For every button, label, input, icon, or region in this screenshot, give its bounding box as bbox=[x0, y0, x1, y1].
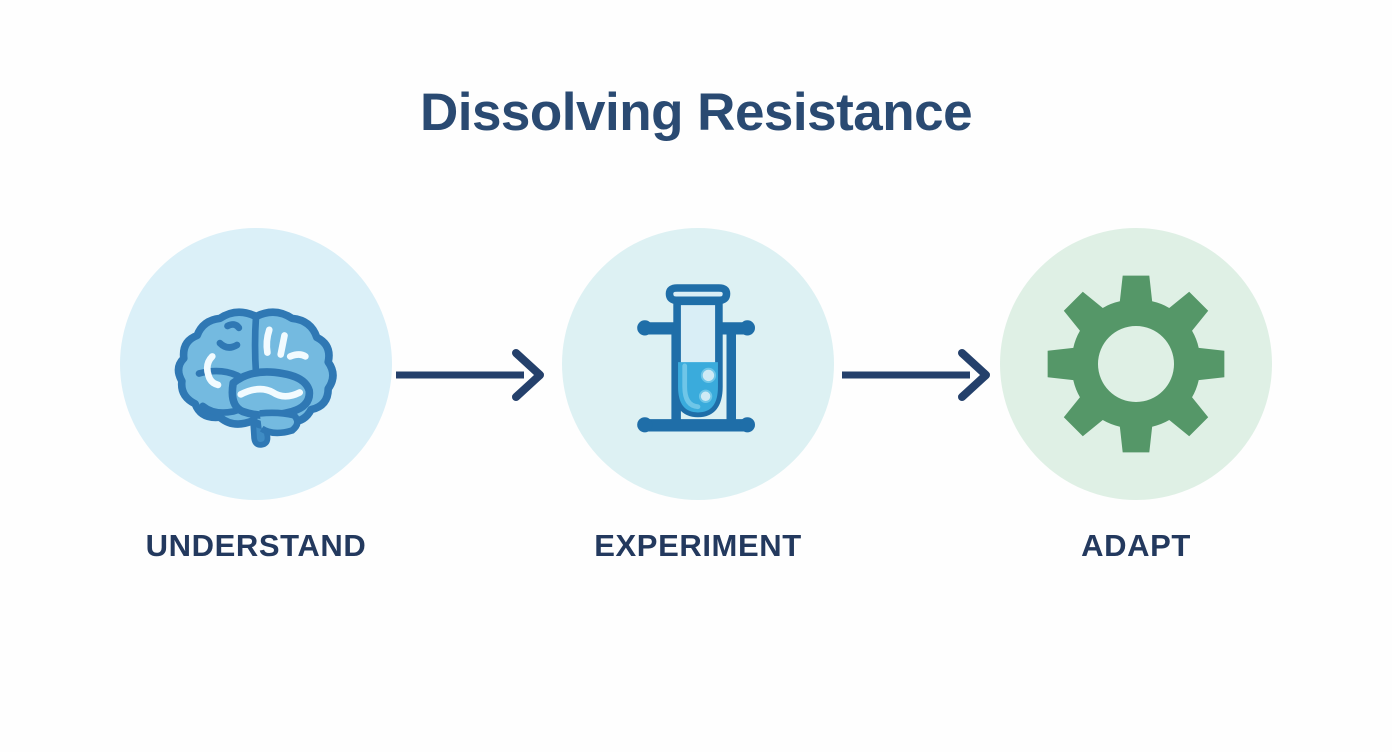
process-flow: UNDERSTAND bbox=[0, 228, 1392, 588]
brain-icon bbox=[174, 308, 337, 448]
step-experiment-circle bbox=[562, 228, 834, 500]
arrow-understand-to-experiment bbox=[394, 345, 546, 405]
step-experiment-label: EXPERIMENT bbox=[594, 528, 802, 563]
arrow-experiment-to-adapt bbox=[840, 345, 992, 405]
step-adapt[interactable]: ADAPT bbox=[1000, 228, 1272, 564]
arrow-right-icon bbox=[842, 349, 990, 401]
gear-icon bbox=[1047, 275, 1225, 453]
step-understand[interactable]: UNDERSTAND bbox=[120, 228, 392, 564]
page-title: Dissolving Resistance bbox=[419, 83, 973, 142]
arrow-right-icon bbox=[396, 349, 544, 401]
step-experiment[interactable]: EXPERIMENT bbox=[562, 228, 834, 564]
step-understand-label: UNDERSTAND bbox=[145, 528, 367, 563]
step-understand-circle bbox=[120, 228, 392, 500]
step-adapt-circle bbox=[1000, 228, 1272, 500]
test-tube-icon bbox=[637, 284, 755, 433]
step-adapt-label: ADAPT bbox=[1081, 528, 1191, 563]
